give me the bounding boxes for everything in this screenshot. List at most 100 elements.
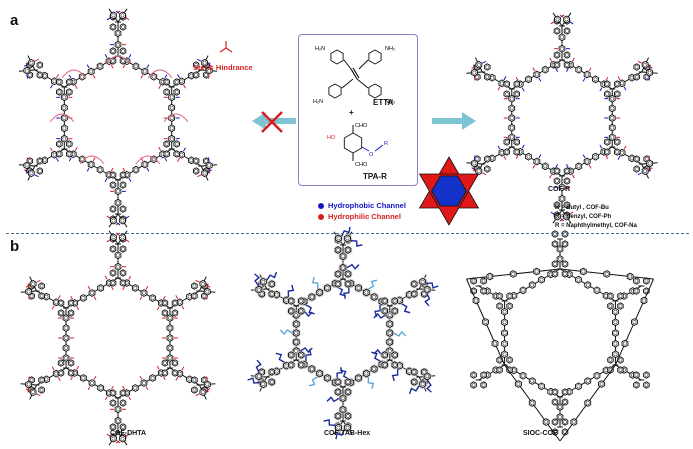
ring-circle [294, 349, 299, 353]
substituent [550, 211, 555, 215]
substituent [565, 163, 569, 168]
benzene-ring [501, 307, 508, 316]
benzene-ring [163, 88, 170, 96]
amine-group: H₂N [315, 46, 325, 52]
hindrance-arc [79, 155, 105, 165]
benzene-ring [56, 140, 63, 148]
substituent [565, 68, 569, 73]
ring-circle [289, 363, 294, 367]
ring-circle [497, 304, 502, 308]
ring-circle [553, 272, 557, 276]
benzene-ring [88, 379, 96, 387]
benzene-ring [617, 356, 624, 364]
bond-line [341, 78, 354, 89]
benzene-ring [161, 369, 169, 377]
ring-circle [269, 282, 274, 286]
substituent [110, 64, 114, 69]
benzene-ring [344, 378, 352, 386]
benzene-ring [60, 93, 68, 102]
bond-line [358, 59, 369, 70]
ring-circle [111, 25, 115, 29]
benzene-ring [324, 284, 331, 292]
ring-circle [341, 407, 345, 412]
benzene-ring [168, 134, 176, 143]
benzene-ring [109, 269, 117, 277]
benzene-ring [508, 114, 516, 122]
ring-circle [387, 340, 392, 344]
benzene-ring [62, 334, 70, 342]
benzene-ring [110, 11, 117, 20]
substituent [555, 68, 559, 73]
benzene-ring [114, 40, 122, 49]
benzene-ring [608, 104, 616, 113]
ring-circle [610, 106, 615, 111]
substituent [532, 164, 536, 169]
benzene-ring [593, 371, 601, 380]
benzene-ring [88, 289, 96, 297]
benzene-ring [166, 324, 174, 332]
ring-circle [425, 287, 430, 292]
ring-circle [615, 92, 620, 96]
substituent [648, 167, 653, 170]
benzene-ring [604, 90, 611, 98]
ring-circle [111, 207, 115, 211]
benzene-ring [604, 148, 611, 156]
substituent [521, 144, 525, 149]
substituent [93, 296, 97, 301]
benzene-ring [475, 60, 483, 69]
ring-circle [67, 90, 72, 94]
ring-circle [526, 77, 531, 82]
ring-circle [643, 62, 648, 67]
ring-circle [509, 116, 514, 120]
ring-circle [560, 196, 564, 201]
benzene-ring [419, 380, 427, 389]
benzene-ring [355, 374, 362, 382]
benzene-ring [168, 93, 176, 102]
alkyl-chain [335, 429, 345, 440]
benzene-ring [558, 44, 566, 53]
ring-circle [24, 163, 29, 168]
ring-circle [121, 173, 125, 177]
ring-circle [69, 371, 73, 375]
benzene-ring [109, 205, 117, 213]
benzene-ring [168, 124, 176, 133]
benzene-ring [542, 418, 550, 426]
ring-circle [502, 341, 507, 346]
benzene-ring [60, 124, 68, 133]
substituent [158, 85, 162, 90]
benzene-ring [515, 380, 522, 388]
benzene-ring [298, 307, 305, 315]
benzene-ring [553, 61, 561, 69]
ring-circle [57, 152, 62, 156]
benzene-ring [38, 282, 45, 290]
substituent [637, 172, 642, 176]
alkyl-chain [305, 304, 315, 315]
benzene-ring [563, 212, 570, 221]
benzene-ring [79, 374, 87, 382]
substituent [122, 64, 126, 69]
substituent [538, 77, 542, 82]
ring-circle [26, 382, 31, 387]
benzene-ring [339, 405, 347, 414]
ring-circle [59, 371, 63, 375]
hindrance-arc [105, 55, 131, 65]
benzene-ring [513, 138, 520, 146]
ring-circle [514, 82, 519, 86]
ring-circle [98, 386, 103, 390]
benzene-ring [519, 371, 527, 380]
benzene-ring [538, 382, 545, 391]
benzene-ring [570, 418, 578, 426]
benzene-ring [563, 51, 571, 59]
ring-circle [516, 382, 521, 386]
benzene-ring [288, 297, 295, 305]
ring-circle [120, 436, 125, 441]
benzene-ring [558, 183, 566, 192]
ring-circle [555, 29, 559, 33]
substituent [164, 74, 168, 79]
amine-group: NH₂ [385, 99, 395, 105]
benzene-ring [316, 369, 324, 378]
r-group-item: R = Butyl , COF-Bu [555, 205, 609, 211]
benzene-ring [23, 161, 31, 170]
substituent [162, 376, 166, 381]
benzene-ring [161, 309, 169, 317]
